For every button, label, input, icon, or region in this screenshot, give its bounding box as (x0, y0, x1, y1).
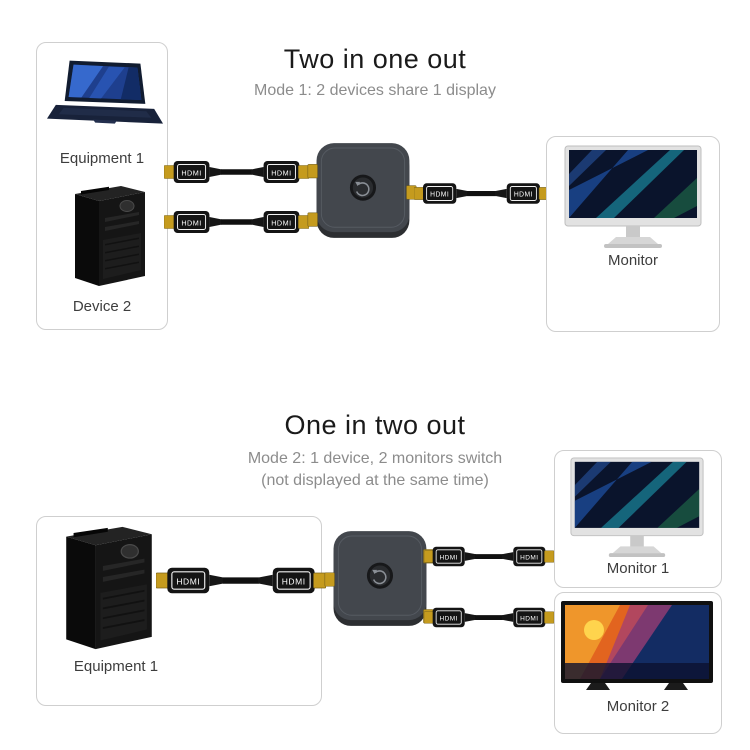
pc-tower-image (66, 526, 152, 650)
pc-tower-image (75, 186, 145, 286)
hdmi-connector-label: HDMI (514, 192, 533, 199)
mode2-title: One in two out (284, 410, 466, 440)
hdmi-switch-image (324, 531, 434, 626)
mode1-subtitle: Mode 1: 2 devices share 1 display (254, 82, 496, 99)
hdmi-cable: HDMI HDMI (424, 607, 554, 628)
hdmi-connector-label: HDMI (440, 555, 458, 562)
monitor-label: Monitor (607, 252, 659, 269)
equipment1-label: Equipment 1 (73, 658, 159, 675)
hdmi-connector-label: HDMI (271, 168, 291, 177)
hdmi-cable: HDMI HDMI (156, 567, 326, 594)
hdmi-cable: HDMI HDMI (414, 183, 549, 204)
monitor-image (564, 145, 702, 248)
equipment1-label: Equipment 1 (59, 150, 145, 167)
device2-label: Device 2 (72, 298, 132, 315)
hdmi-connector-label: HDMI (440, 616, 458, 623)
mode2-subtitle-line1: Mode 2: 1 device, 2 monitors switch (247, 450, 503, 467)
hdmi-cable: HDMI HDMI (424, 546, 554, 567)
hdmi-connector-label: HDMI (176, 576, 200, 586)
hdmi-connector-label: HDMI (181, 168, 201, 177)
hdmi-connector-label: HDMI (520, 555, 538, 562)
laptop-image (46, 60, 164, 124)
hdmi-connector-label: HDMI (430, 192, 449, 199)
hdmi-connector-label: HDMI (271, 218, 291, 227)
monitor-image (570, 457, 704, 558)
hdmi-connector-label: HDMI (520, 616, 538, 623)
monitor2-label: Monitor 2 (606, 698, 670, 715)
monitor1-label: Monitor 1 (606, 560, 670, 577)
hdmi-cable: HDMI HDMI (164, 211, 309, 233)
hdmi-cable: HDMI HDMI (164, 161, 309, 183)
tv-image (561, 601, 713, 690)
mode2-subtitle-line2: (not displayed at the same time) (261, 472, 489, 489)
hdmi-connector-label: HDMI (181, 218, 201, 227)
hdmi-connector-label: HDMI (282, 576, 306, 586)
mode1-title: Two in one out (283, 44, 467, 74)
hdmi-switch-image (307, 143, 417, 238)
